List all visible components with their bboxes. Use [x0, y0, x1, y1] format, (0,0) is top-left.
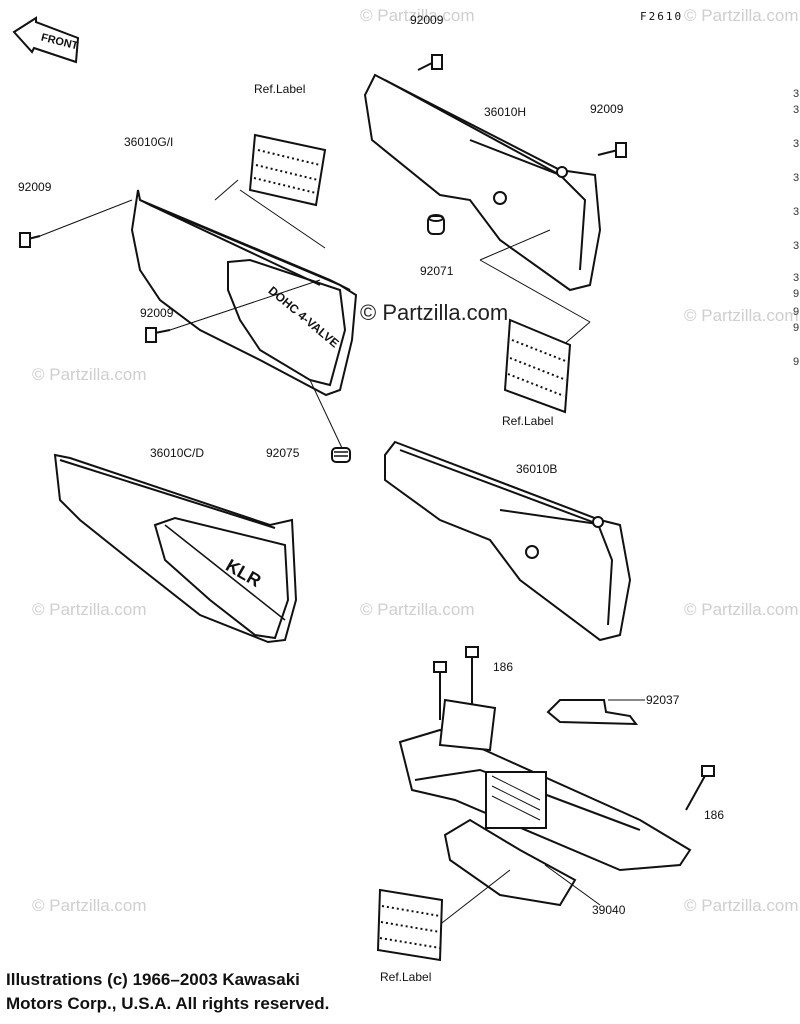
- watermark: © Partzilla.com: [32, 896, 147, 915]
- front-arrow-icon: FRONT: [12, 16, 80, 64]
- part-label-186-right: 186: [704, 808, 725, 822]
- bolt-92009-right-icon: [597, 142, 627, 158]
- copyright-line-1: Illustrations (c) 1966–2003 Kawasaki: [6, 970, 300, 989]
- watermark: © Partzilla.com: [684, 896, 799, 915]
- watermark: © Partzilla.com: [360, 6, 475, 25]
- side-cover-left-upper: DOHC 4-VALVE: [130, 189, 358, 397]
- bolt-186-right-icon: [685, 765, 715, 811]
- part-label-92009-top: 92009: [410, 13, 444, 27]
- watermark: © Partzilla.com: [684, 600, 799, 619]
- side-cover-right-lower: [384, 440, 632, 642]
- part-label-36010gi: 36010G/I: [124, 135, 174, 149]
- tool-tray-39040: [398, 698, 692, 907]
- part-label-92071: 92071: [420, 264, 454, 278]
- part-label-186-top: 186: [493, 660, 514, 674]
- clipped-digit: 3: [793, 240, 800, 252]
- watermark: © Partzilla.com: [32, 365, 147, 384]
- clipped-digit: 9: [793, 322, 800, 334]
- ref-label-bottom-icon: [376, 888, 444, 962]
- clipped-digit: 3: [793, 104, 800, 116]
- watermark: © Partzilla.com: [684, 6, 799, 25]
- figure-id: F2610: [640, 10, 684, 23]
- clipped-digit: 3: [793, 138, 800, 150]
- watermark-main: © Partzilla.com: [360, 300, 509, 325]
- bolt-92009-mid-icon: [145, 327, 171, 343]
- part-label-92009-left: 92009: [18, 180, 52, 194]
- clipped-digit: 9: [793, 356, 800, 368]
- part-label-92037: 92037: [646, 693, 680, 707]
- bolt-92009-top-icon: [417, 54, 443, 71]
- ref-label-mid: Ref.Label: [502, 414, 554, 428]
- part-label-92009-mid: 92009: [140, 306, 174, 320]
- grommet-92075: [331, 447, 351, 463]
- bolt-186-top-icon: [465, 646, 479, 705]
- clipped-digit: 3: [793, 172, 800, 184]
- band-92037-icon: [546, 699, 639, 726]
- part-label-36010cd: 36010C/D: [150, 446, 205, 460]
- clipped-digit: 3: [793, 88, 800, 100]
- watermark: © Partzilla.com: [32, 600, 147, 619]
- bolt-186-left-icon: [433, 661, 447, 720]
- part-label-39040: 39040: [592, 903, 626, 917]
- watermark: © Partzilla.com: [360, 600, 475, 619]
- part-label-36010h: 36010H: [484, 105, 527, 119]
- side-cover-right-upper: [363, 73, 602, 292]
- ref-label-mid-icon: [503, 318, 572, 414]
- ref-label-top: Ref.Label: [254, 82, 306, 96]
- side-cover-left-lower: KLR: [53, 453, 298, 644]
- part-label-36010b: 36010B: [516, 462, 558, 476]
- ref-label-bottom: Ref.Label: [380, 970, 432, 984]
- grommet-92071: [427, 214, 445, 235]
- clipped-digit: 3: [793, 272, 800, 284]
- copyright-notice: Illustrations (c) 1966–2003 Kawasaki Mot…: [6, 968, 329, 1016]
- ref-label-top-icon: [248, 133, 327, 207]
- part-label-92009-right: 92009: [590, 102, 624, 116]
- part-label-92075: 92075: [266, 446, 300, 460]
- copyright-line-2: Motors Corp., U.S.A. All rights reserved…: [6, 994, 330, 1013]
- bolt-92009-left-icon: [19, 232, 41, 248]
- clipped-digit: 9: [793, 306, 800, 318]
- clipped-digit: 3: [793, 206, 800, 218]
- watermark: © Partzilla.com: [684, 306, 799, 325]
- clipped-digit: 9: [793, 288, 800, 300]
